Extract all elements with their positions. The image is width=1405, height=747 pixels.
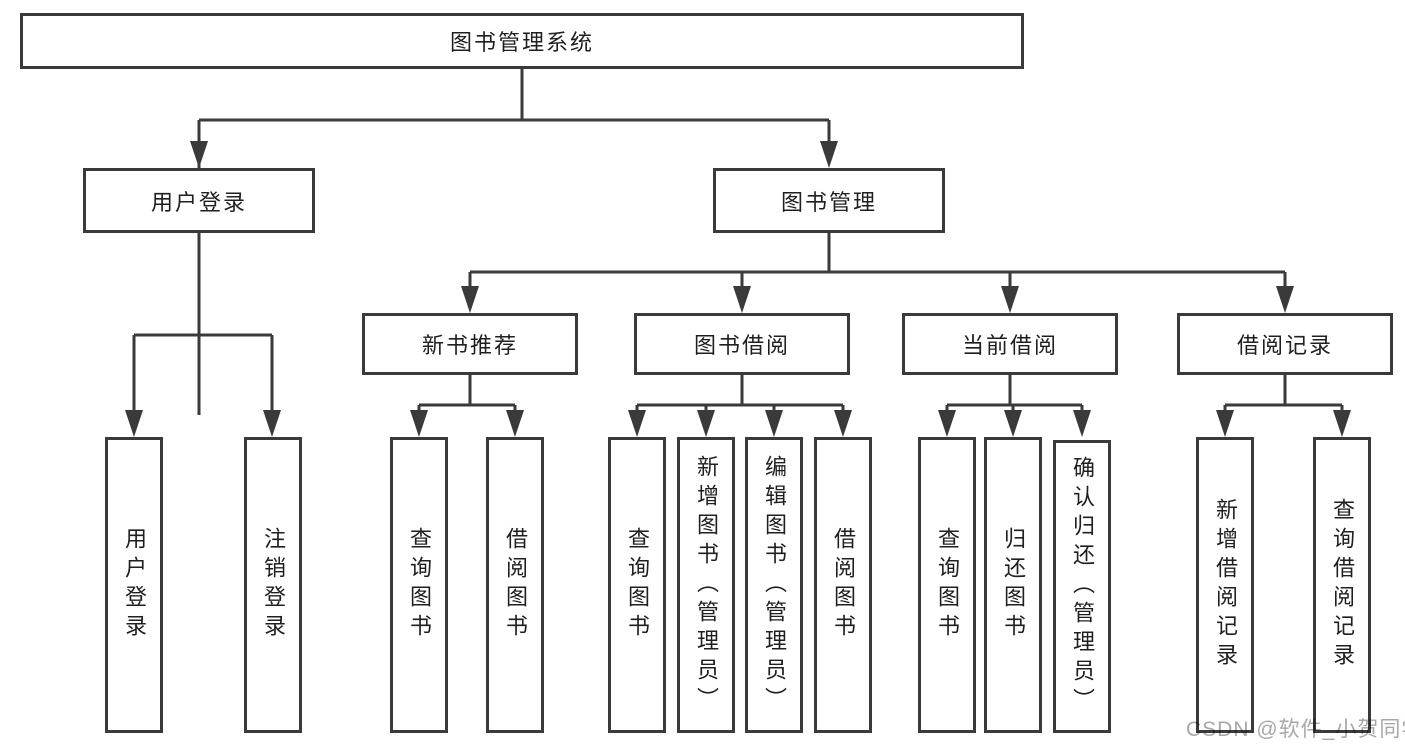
node-label: 图书管理 [780,189,877,215]
node-borrow-books: 借阅图书 [814,437,872,733]
arrow-down-icon [190,141,208,168]
node-query-books: 查询图书 [918,437,976,733]
node-current-borrowing: 当前借阅 [902,313,1118,375]
node-login: 用户登录 [105,437,163,733]
node-logout: 注销登录 [244,437,302,733]
node-confirm-return-admin: 确认归还（管理员） [1053,440,1111,733]
node-book-management: 图书管理 [713,168,945,233]
node-label: 图书借阅 [693,333,790,358]
node-edit-book-admin: 编辑图书（管理员） [745,437,803,733]
node-label: 查询图书 [407,527,432,643]
node-query-borrow-record: 查询借阅记录 [1313,437,1371,733]
arrow-down-icon [820,141,838,168]
node-borrow-books: 借阅图书 [486,437,544,733]
arrow-down-icon [628,410,646,437]
arrow-down-icon [1216,410,1234,437]
arrow-down-icon [410,410,428,437]
node-label: 新增借阅记录 [1213,498,1238,672]
arrowheads [125,141,1351,437]
node-label: 归还图书 [1001,527,1026,643]
arrow-down-icon [1276,286,1294,313]
arrow-down-icon [938,410,956,437]
connector-root [197,69,831,415]
node-query-books: 查询图书 [608,437,666,733]
node-system-root: 图书管理系统 [20,13,1024,69]
connector-new-book-rec [417,375,517,415]
node-label: 查询图书 [625,527,650,643]
arrow-down-icon [1001,286,1019,313]
arrow-down-icon [506,410,524,437]
node-label: 用户登录 [122,527,147,643]
arrow-down-icon [1004,410,1022,437]
connector-user-login [132,233,274,415]
node-book-borrowing: 图书借阅 [634,313,850,375]
node-label: 查询借阅记录 [1330,498,1355,672]
node-label: 注销登录 [261,527,286,643]
connector-book-borrow [635,375,845,415]
arrow-down-icon [834,410,852,437]
connector-current-borrow [945,375,1084,415]
connector-book-mgmt [468,233,1287,291]
node-label: 用户登录 [150,189,247,215]
arrow-down-icon [733,286,751,313]
node-label: 图书管理系统 [449,30,594,55]
arrow-down-icon [697,410,715,437]
node-new-book-recommendation: 新书推荐 [362,313,578,375]
csdn-watermark: CSDN @软件_小贺同学 [1186,718,1405,741]
node-borrowing-records: 借阅记录 [1177,313,1393,375]
connector-borrow-records [1223,375,1344,415]
node-label: 借阅记录 [1236,333,1333,358]
node-label: 新增图书（管理员） [694,454,719,716]
node-label: 查询图书 [935,527,960,643]
arrow-down-icon [1073,410,1091,437]
arrow-down-icon [263,410,281,437]
node-add-book-admin: 新增图书（管理员） [677,437,735,733]
node-label: 借阅图书 [831,527,856,643]
connector-segments [132,69,1344,415]
node-user-login: 用户登录 [83,168,315,233]
node-label: 借阅图书 [503,527,528,643]
arrow-down-icon [765,410,783,437]
node-add-borrow-record: 新增借阅记录 [1196,437,1254,733]
node-label: 编辑图书（管理员） [762,454,787,716]
node-return-books: 归还图书 [984,437,1042,733]
node-label: 当前借阅 [961,333,1058,358]
arrow-down-icon [1333,410,1351,437]
node-label: 新书推荐 [421,333,518,358]
node-label: 确认归还（管理员） [1070,456,1095,717]
arrow-down-icon [461,286,479,313]
node-query-books: 查询图书 [390,437,448,733]
arrow-down-icon [125,410,143,437]
